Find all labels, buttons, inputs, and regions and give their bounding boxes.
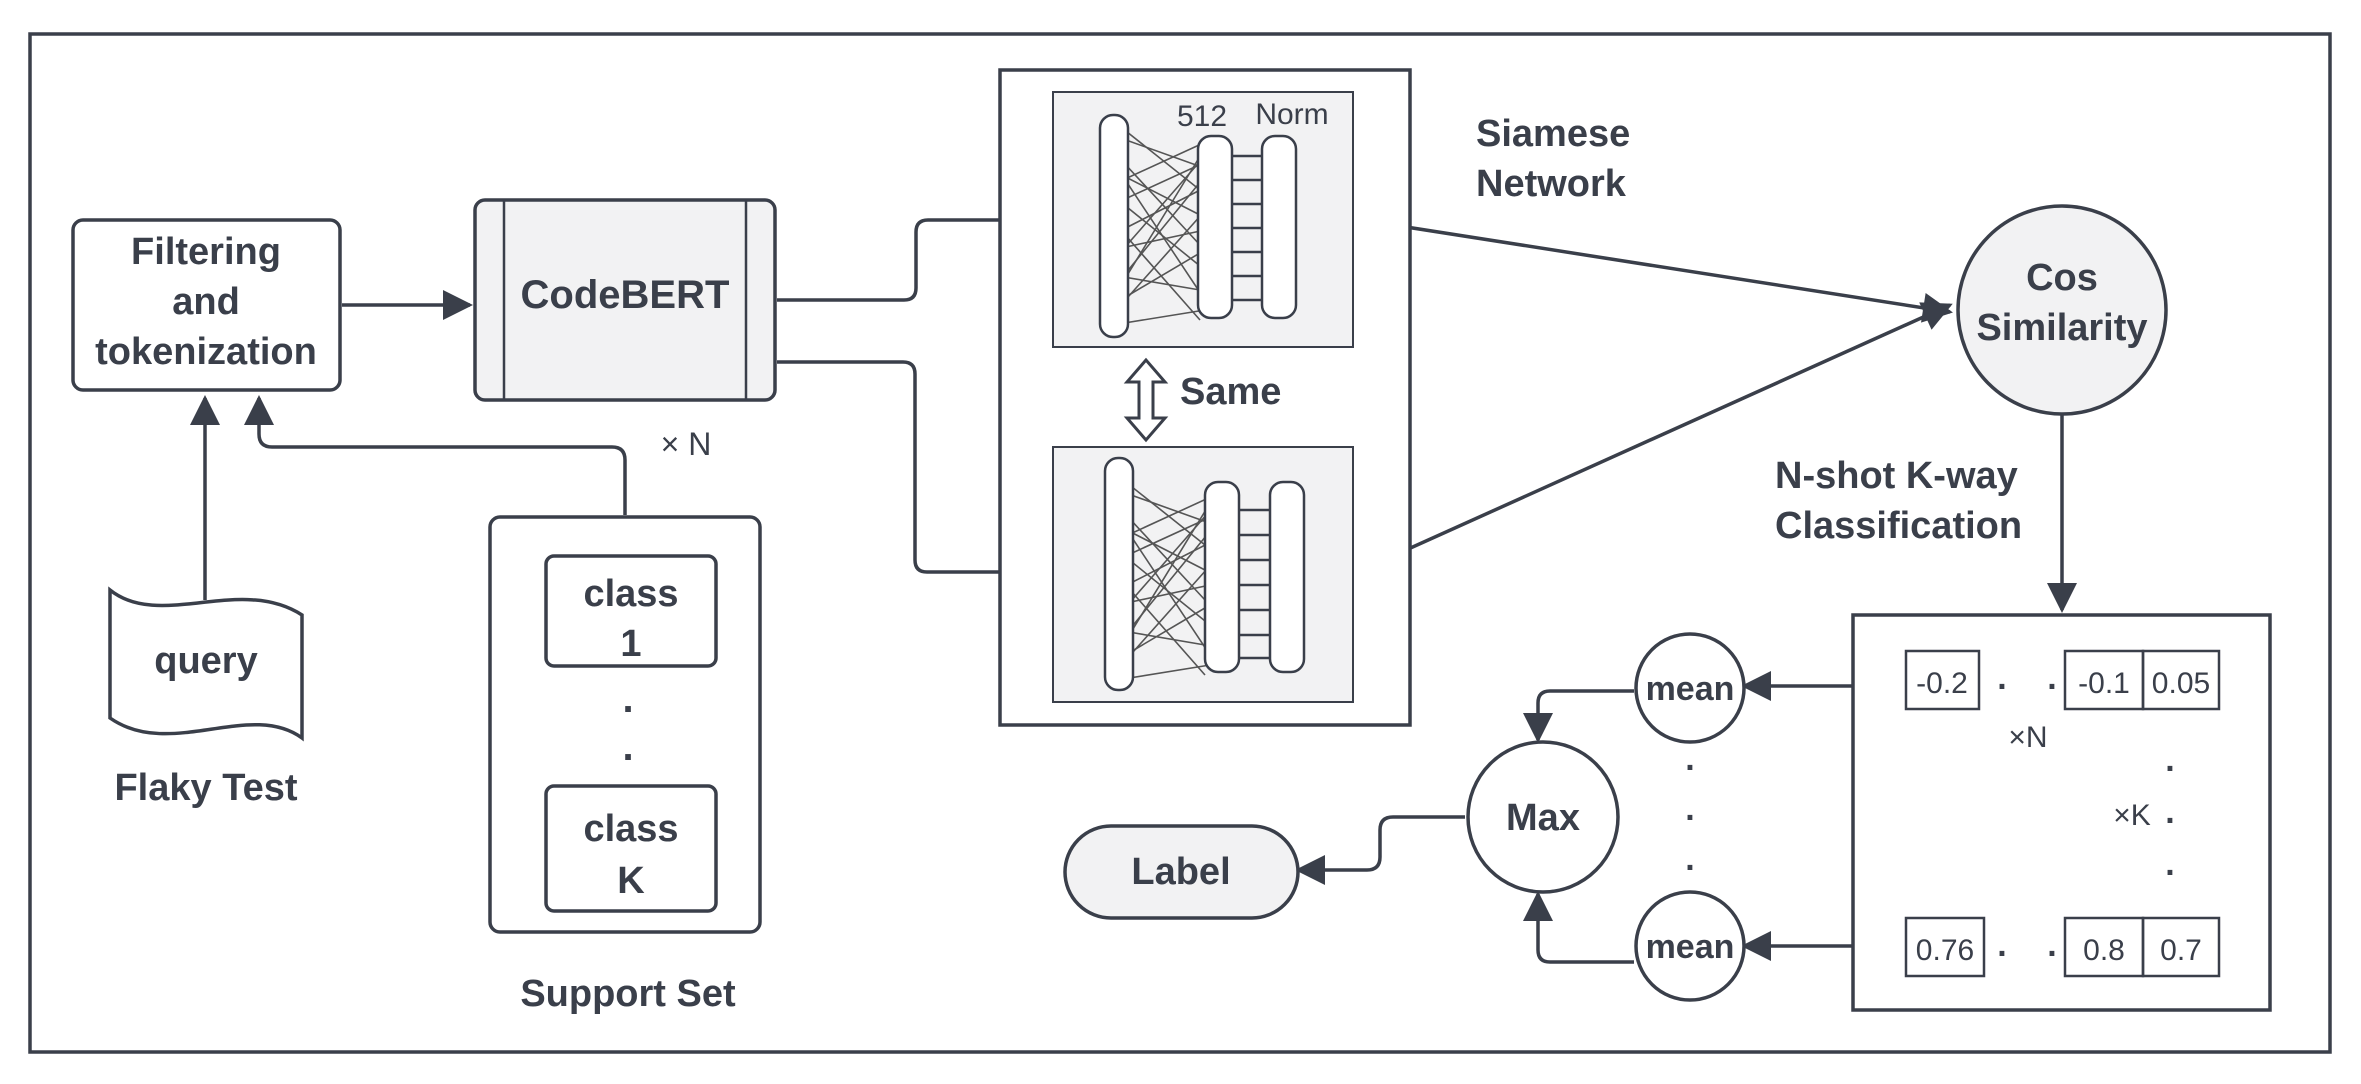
matrix-vdot-3: . [2165, 845, 2174, 883]
matrix-times-n: ×N [2008, 721, 2047, 754]
matrix-row-k: 0.76 . . 0.8 0.7 [1904, 916, 2221, 978]
query-node: query [108, 586, 304, 742]
arrow-codebert-to-top-net [777, 205, 1051, 302]
arrow-top-net-to-cos [1354, 217, 1953, 323]
siamese-label-2: Network [1476, 163, 1627, 205]
siamese-network-box: 512 Norm [998, 68, 1412, 727]
support-dot-1: . [622, 677, 633, 721]
times-n-label: × N [661, 426, 712, 462]
mean-vdot-2: . [1685, 790, 1694, 828]
top-norm-label: Norm [1255, 98, 1328, 131]
cos-label-2: Similarity [1976, 307, 2147, 349]
support-dot-2: . [622, 725, 633, 769]
flaky-test-label: Flaky Test [114, 767, 297, 809]
class-1-box [544, 554, 718, 668]
outer-frame [28, 32, 2332, 1054]
matrix-vdot-1: . [2165, 741, 2174, 779]
matrix-cell-value: 0.8 [2083, 934, 2125, 967]
class-k-box [544, 784, 718, 913]
mean-node-top: mean [1634, 632, 1746, 744]
arrow-support-to-filter [244, 395, 627, 515]
matrix-dot: . [1997, 926, 2006, 964]
arrow-mean-top-to-max [1523, 689, 1634, 743]
filtering-label-2: and [172, 281, 240, 323]
matrix-cell [2141, 916, 2221, 978]
matrix-cell-value: -0.2 [1916, 667, 1968, 700]
mean-bottom-label: mean [1646, 928, 1735, 966]
matrix-cell [2141, 649, 2221, 711]
filtering-label-1: Filtering [131, 231, 281, 273]
max-label: Max [1506, 797, 1580, 839]
arrow-bottom-net-to-cos [1354, 302, 1953, 575]
class-k-label-1: class [583, 808, 678, 850]
arrow-codebert-to-bottom-net [777, 360, 1051, 587]
matrix-cell [1904, 916, 1986, 978]
bottom-network [1052, 446, 1354, 703]
matrix-dot: . [1997, 659, 2006, 697]
matrix-row-1: -0.2 . . -0.1 0.05 [1904, 649, 2221, 711]
matrix-times-k: ×K [2113, 799, 2151, 832]
connectors [190, 205, 2077, 964]
matrix-dot: . [2047, 659, 2056, 697]
max-node: Max [1466, 740, 1620, 894]
query-label: query [154, 640, 257, 682]
matrix-dot: . [2047, 926, 2056, 964]
cos-similarity-node: Cos Similarity [1956, 204, 2168, 416]
class-k-label-2: K [617, 860, 645, 902]
same-label: Same [1180, 371, 1281, 413]
matrix-cell [1904, 649, 1981, 711]
support-set-node: class 1 . . class K [488, 515, 762, 934]
same-double-arrow [1123, 357, 1169, 443]
label-text: Label [1131, 851, 1230, 893]
codebert-label: CodeBERT [521, 273, 730, 317]
matrix-cell-value: 0.76 [1916, 934, 1974, 967]
label-node: Label [1063, 824, 1300, 920]
cos-label-1: Cos [2026, 257, 2098, 299]
class-1-label-1: class [583, 573, 678, 615]
filtering-label-3: tokenization [95, 331, 317, 373]
class-1-label-2: 1 [620, 623, 641, 665]
support-set-label: Support Set [520, 973, 736, 1015]
matrix-cell-value: -0.1 [2078, 667, 2130, 700]
matrix-cell-value: 0.7 [2160, 934, 2202, 967]
codebert-node: CodeBERT [473, 198, 777, 402]
siamese-label-1: Siamese [1476, 113, 1630, 155]
mean-vdot-1: . [1685, 740, 1694, 778]
top-512-label: 512 [1177, 100, 1227, 133]
mean-vdot-3: . [1685, 840, 1694, 878]
nshot-label-2: Classification [1775, 505, 2022, 547]
mean-top-label: mean [1646, 670, 1735, 708]
nshot-label-1: N-shot K-way [1775, 455, 2018, 497]
mean-node-bottom: mean [1634, 890, 1746, 1002]
arrow-max-to-label [1295, 815, 1465, 885]
arrow-mean-bottom-to-max [1523, 891, 1634, 964]
matrix-cell-value: 0.05 [2152, 667, 2210, 700]
filtering-node: Filtering and tokenization [71, 218, 342, 392]
top-network: 512 Norm [1052, 91, 1354, 348]
similarity-matrix: -0.2 . . -0.1 0.05 ×N . ×K . . 0.76 . . … [1851, 613, 2272, 1012]
matrix-vdot-2: . [2165, 793, 2174, 831]
